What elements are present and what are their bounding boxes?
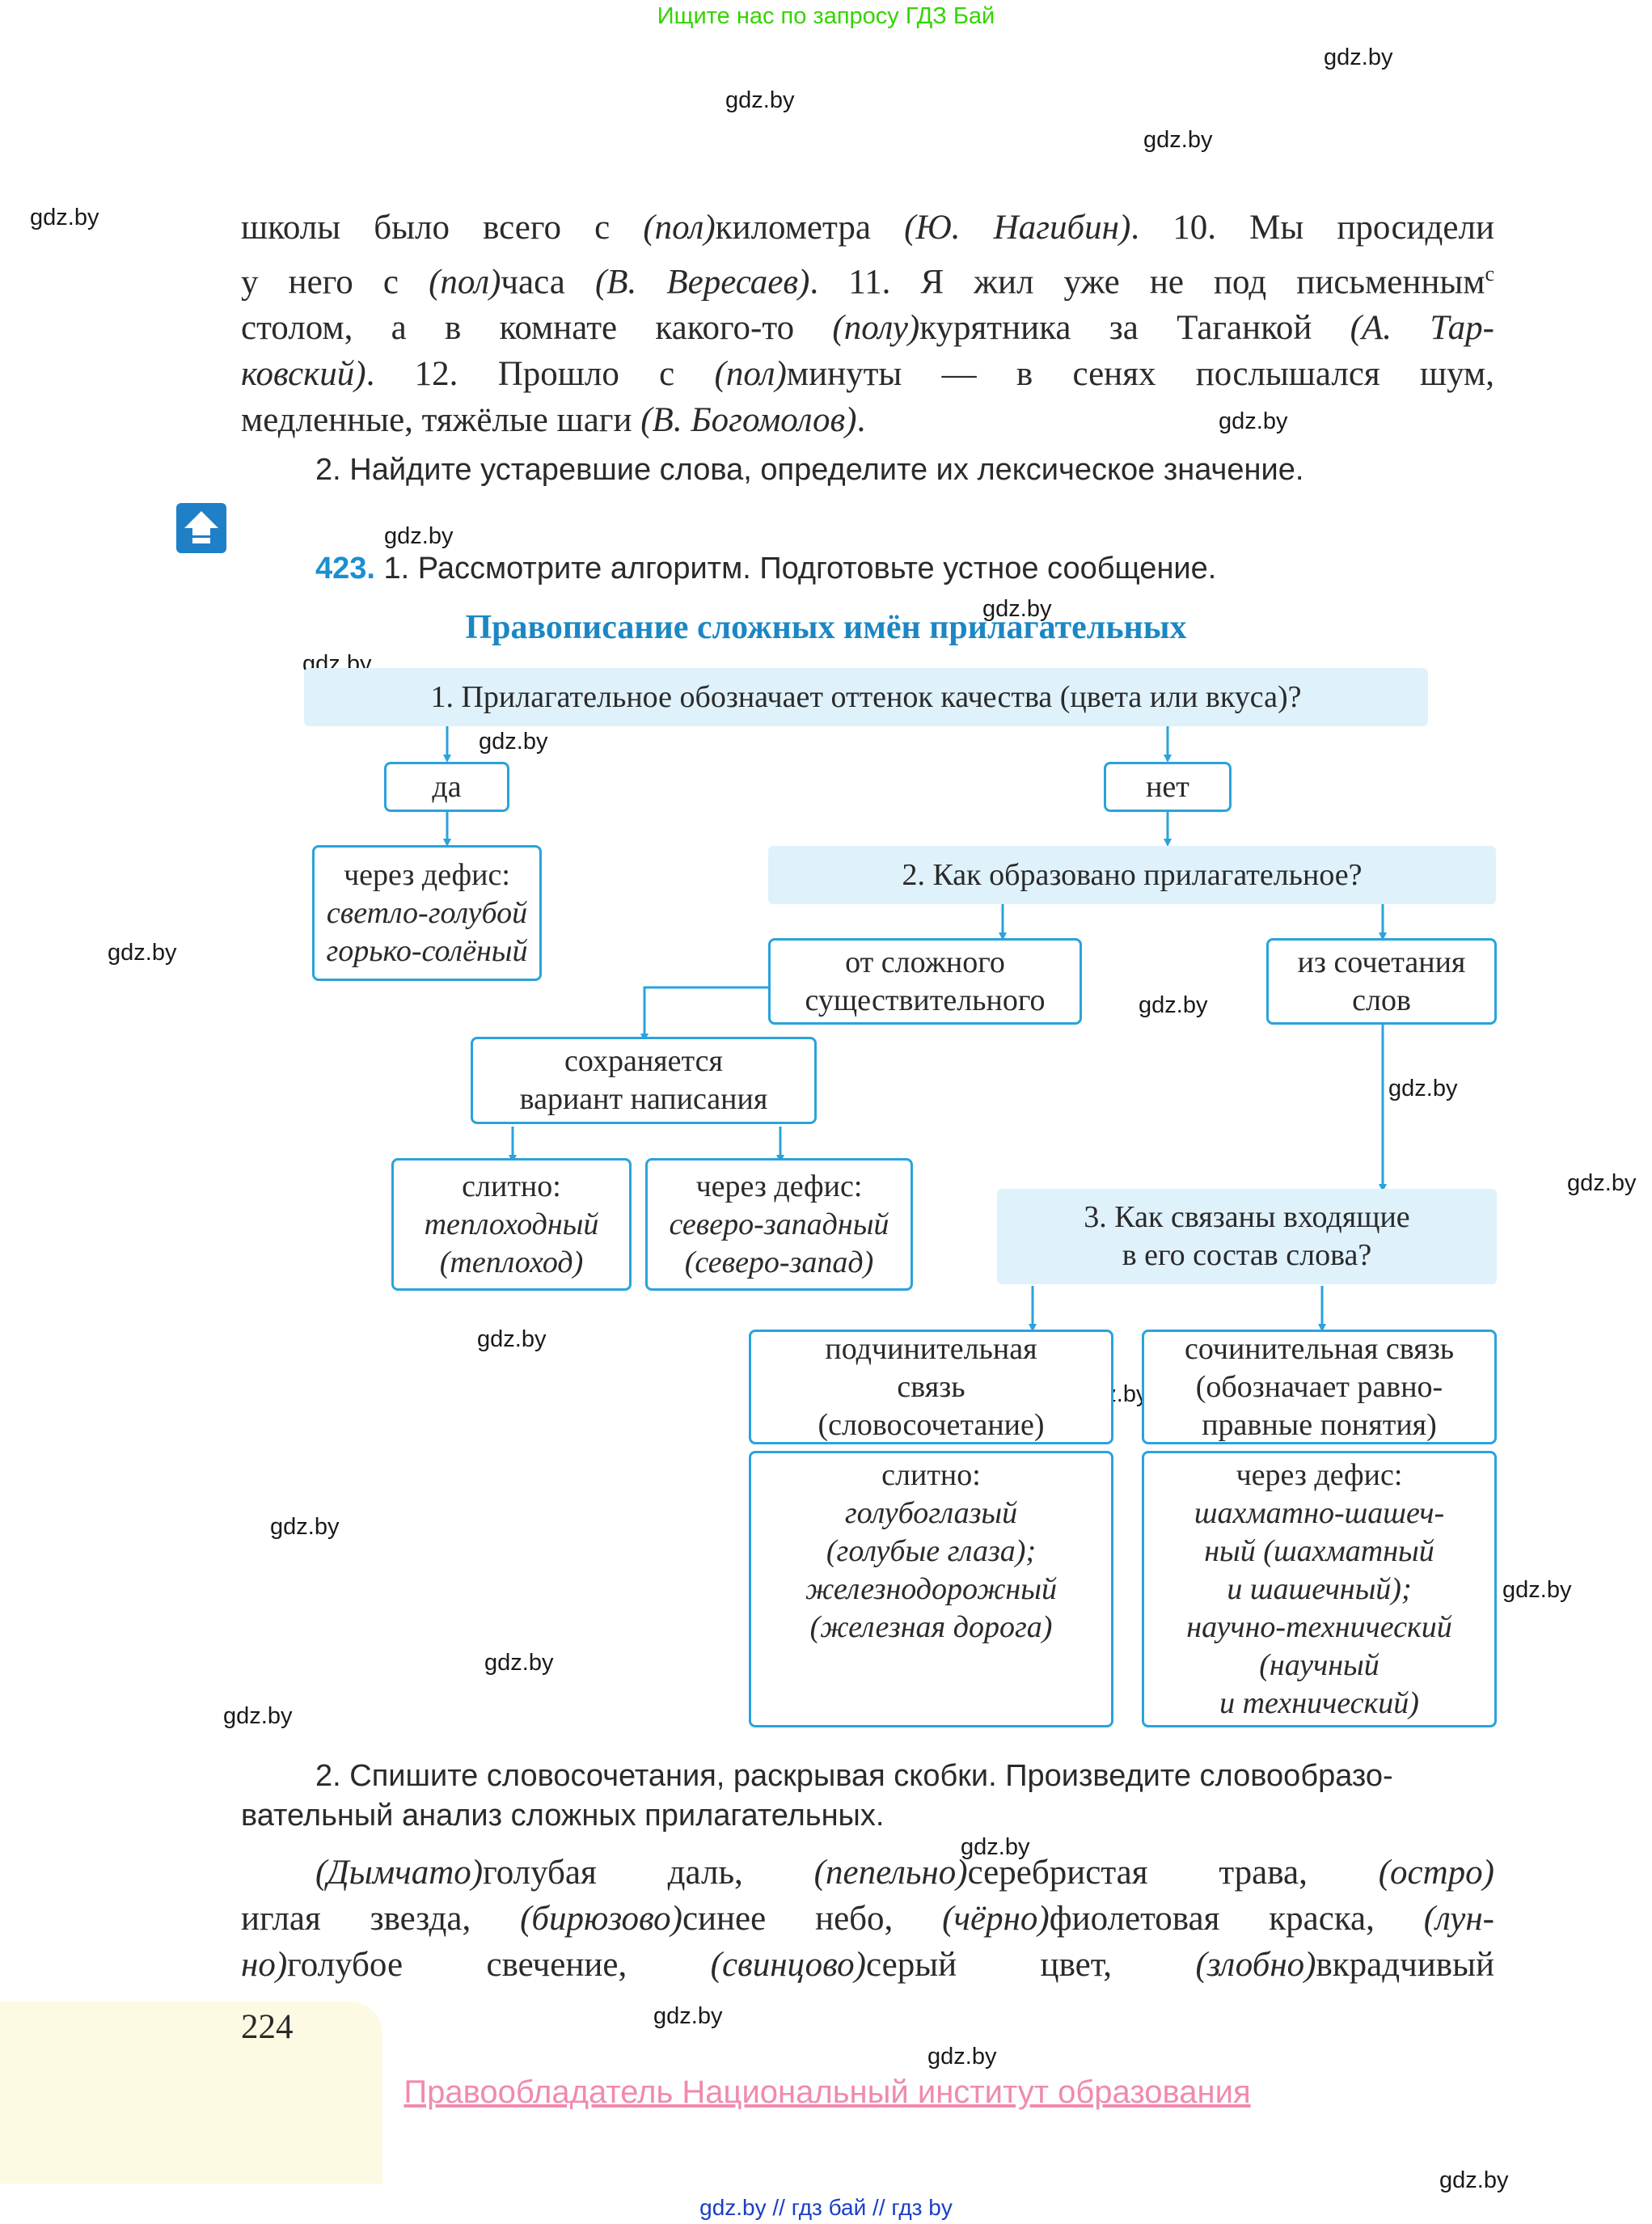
text-line: (Дымчато)голубая даль, (пепельно)серебри…: [315, 1854, 1494, 1892]
from-compound-noun: от сложного существительного: [768, 938, 1082, 1025]
watermark: gdz.by: [1143, 127, 1213, 153]
solid-compound-examples: слитно: голубоглазый (голубые глаза); же…: [749, 1451, 1113, 1727]
coordinate-link: сочинительная связь (обозначает равно- п…: [1142, 1330, 1497, 1444]
top-banner[interactable]: Ищите нас по запросу ГДЗ Бай: [657, 3, 995, 29]
watermark: gdz.by: [982, 596, 1052, 622]
paragraph-1: школы было всего с (пол)километра (Ю. На…: [241, 205, 1494, 443]
exercise-text: 1. Рассмотрите алгоритм. Подготовьте уст…: [374, 552, 1217, 586]
watermark: gdz.by: [1567, 1170, 1637, 1196]
answer-no: нет: [1104, 762, 1232, 812]
task-2b-line-1: 2. Спишите словосочетания, раскрывая ско…: [315, 1759, 1393, 1793]
paragraph-2: (Дымчато)голубая даль, (пепельно)серебри…: [241, 1850, 1494, 1988]
watermark: gdz.by: [1139, 992, 1208, 1018]
watermark: gdz.by: [961, 1834, 1030, 1860]
watermark: gdz.by: [223, 1703, 293, 1729]
watermark: gdz.by: [725, 87, 795, 113]
watermark: gdz.by: [270, 1514, 340, 1540]
watermark: gdz.by: [653, 2003, 723, 2029]
text-line: ковский). 12. Прошло с (пол)минуты — в с…: [241, 355, 1494, 394]
exercise-423: 423. 1. Рассмотрите алгоритм. Подготовьт…: [315, 552, 1216, 586]
text-line: столом, а в комнате какого-то (полу)куря…: [241, 309, 1494, 348]
watermark: gdz.by: [1439, 2167, 1509, 2193]
watermark: gdz.by: [927, 2044, 997, 2070]
watermark: gdz.by: [1324, 44, 1393, 70]
question-2: 2. Как образовано прилагательное?: [768, 846, 1496, 904]
hyphen-spelling-rule: через дефис: северо-западный (северо-зап…: [645, 1158, 913, 1291]
text-line: у него с (пол)часа (В. Вересаев). 11. Я …: [241, 262, 1494, 302]
spelling-preserved: сохраняется вариант написания: [471, 1037, 817, 1124]
task-2-instruction: 2. Найдите устаревшие слова, определите …: [315, 453, 1304, 487]
from-word-combination: из сочетания слов: [1266, 938, 1497, 1025]
page-number: 224: [241, 2008, 294, 2046]
text-line: школы было всего с (пол)километра (Ю. На…: [241, 209, 1494, 247]
text-line: но)голубое свечение, (свинцово)серый цве…: [241, 1946, 1494, 1984]
subordinate-link: подчинительная связь (словосочетание): [749, 1330, 1113, 1444]
watermark: gdz.by: [484, 1650, 554, 1676]
watermark: gdz.by: [1502, 1577, 1572, 1603]
watermark: gdz.by: [108, 940, 177, 966]
watermark: gdz.by: [1388, 1076, 1458, 1101]
text-line: медленные, тяжёлые шаги (В. Богомолов).: [241, 401, 866, 440]
watermark: gdz.by: [384, 523, 454, 549]
copyright-link[interactable]: Правообладатель Национальный институт об…: [403, 2074, 1251, 2110]
page-number-tab: [0, 2002, 382, 2184]
watermark: gdz.by: [1219, 408, 1288, 434]
hyphen-shade-rule: через дефис: светло-голубой горько-солён…: [312, 845, 542, 981]
watermark: gdz.by: [479, 729, 548, 755]
hyphen-compound-examples: через дефис: шахматно-шашеч- ный (шахмат…: [1142, 1451, 1497, 1727]
bottom-links[interactable]: gdz.by // гдз бай // гдз by: [699, 2195, 953, 2220]
home-icon[interactable]: [176, 503, 226, 553]
solid-spelling-rule: слитно: теплоходный (теплоход): [391, 1158, 632, 1291]
diagram-title: Правописание сложных имён прилагательных: [465, 609, 1187, 646]
answer-yes: да: [384, 762, 509, 812]
watermark: gdz.by: [30, 205, 99, 230]
watermark: gdz.by: [477, 1326, 547, 1352]
exercise-number: 423.: [315, 552, 375, 586]
text-line: иглая звезда, (бирюзово)синее небо, (чёр…: [241, 1900, 1494, 1938]
task-2b-line-2: вательный анализ сложных прилагательных.: [241, 1799, 885, 1833]
question-1: 1. Прилагательное обозначает оттенок кач…: [304, 668, 1428, 726]
